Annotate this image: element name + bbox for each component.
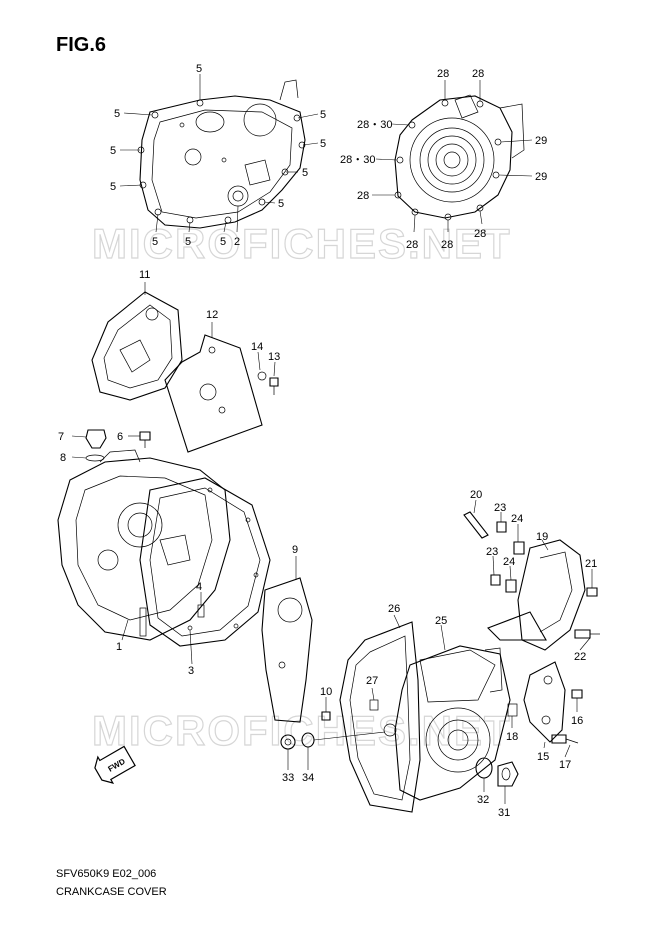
oil-filler-plug-7-8 (85, 429, 107, 462)
leaders-generator-cover (371, 614, 446, 701)
callout-11: 11 (139, 269, 150, 281)
cover-plate-part11 (91, 291, 183, 401)
callout-5: 5 (196, 63, 202, 75)
bracket-part19 (487, 539, 586, 651)
callout-20: 20 (470, 489, 482, 501)
callout-13: 13 (268, 351, 280, 363)
callout-24: 24 (503, 556, 515, 568)
figure-title: FIG.6 (56, 34, 107, 56)
diagram-code: SFV650K9 E02_006 (56, 868, 157, 880)
callout-5: 5 (185, 236, 191, 248)
callout-5: 5 (152, 236, 158, 248)
callout-28: 28 (406, 239, 418, 251)
plug-part31 (497, 761, 519, 787)
callout-10: 10 (320, 686, 332, 698)
callout-3: 3 (188, 665, 194, 677)
callout-21: 21 (585, 558, 597, 570)
leaders-crankcase (71, 435, 202, 665)
callout-33: 33 (282, 772, 294, 784)
callout-7: 7 (58, 431, 64, 443)
spacer-part18 (507, 703, 518, 717)
bolts-21-22 (574, 587, 600, 639)
callout-25: 25 (435, 615, 447, 627)
bracket-part15 (523, 661, 566, 743)
callout-14: 14 (251, 341, 263, 353)
callout-15: 15 (537, 751, 549, 763)
callout-34: 34 (302, 772, 314, 784)
bolt-part16 (571, 689, 583, 699)
callout-23: 23 (486, 546, 498, 558)
forward-arrow-icon: FWD (94, 745, 136, 784)
clutch-cover-part2 (137, 79, 306, 229)
callout-5: 5 (320, 109, 326, 121)
callout-5: 5 (302, 167, 308, 179)
callout-28: 28 (474, 228, 486, 240)
callout-4: 4 (196, 581, 202, 593)
callout-28-30: 28・30 (357, 119, 392, 131)
callout-5: 5 (110, 145, 116, 157)
callout-12: 12 (206, 309, 218, 321)
callout-29: 29 (535, 171, 547, 183)
callout-31: 31 (498, 807, 510, 819)
bolt-part10 (321, 711, 331, 721)
callout-23: 23 (494, 502, 506, 514)
watermark-bottom: MICROFICHES.NET (92, 707, 512, 754)
leaders-middle-left (144, 282, 276, 377)
stud-part20 (463, 511, 489, 539)
callout-5: 5 (220, 236, 226, 248)
oring-part32 (475, 757, 493, 779)
callout-17: 17 (559, 759, 571, 771)
generator-cover-top (394, 94, 525, 221)
callout-28: 28 (437, 68, 449, 80)
callout-5: 5 (114, 108, 120, 120)
leaders-gasket-9 (287, 556, 386, 770)
callout-27: 27 (366, 675, 378, 687)
bolt-part6 (139, 431, 151, 448)
generator-gasket-part26 (339, 621, 421, 813)
callout-24: 24 (511, 513, 523, 525)
bolt-part17 (551, 734, 579, 744)
callout-32: 32 (477, 794, 489, 806)
gasket-plate-part12 (164, 334, 263, 453)
leaders-bracket (473, 499, 593, 651)
watermark-top: MICROFICHES.NET (92, 220, 512, 267)
leaders-bracket-15 (511, 698, 578, 758)
callout-26: 26 (388, 603, 400, 615)
callout-28: 28 (357, 190, 369, 202)
callout-29: 29 (535, 135, 547, 147)
callout-22: 22 (574, 651, 586, 663)
callout-28: 28 (472, 68, 484, 80)
crankcase-gasket-part3 (139, 477, 271, 647)
generator-cover-part25 (383, 645, 511, 801)
cover-gasket-part9 (261, 577, 313, 723)
bolt-washer-13-14 (257, 371, 279, 395)
callout-6: 6 (117, 431, 123, 443)
leaders-top-right (372, 80, 533, 233)
leaders-plug (483, 778, 506, 804)
callout-16: 16 (571, 715, 583, 727)
callout-5: 5 (278, 198, 284, 210)
callout-8: 8 (60, 452, 66, 464)
callout-18: 18 (506, 731, 518, 743)
callout-19: 19 (536, 531, 548, 543)
leaders-top-left (119, 74, 319, 233)
callout-28: 28 (441, 239, 453, 251)
nuts-23-24 (490, 521, 525, 593)
callout-5: 5 (110, 181, 116, 193)
callout-28-30: 28・30 (340, 154, 375, 166)
callout-2: 2 (234, 236, 240, 248)
diagram-caption: CRANKCASE COVER (56, 886, 167, 898)
callout-1: 1 (116, 641, 122, 653)
callout-9: 9 (292, 544, 298, 556)
callout-5: 5 (320, 138, 326, 150)
